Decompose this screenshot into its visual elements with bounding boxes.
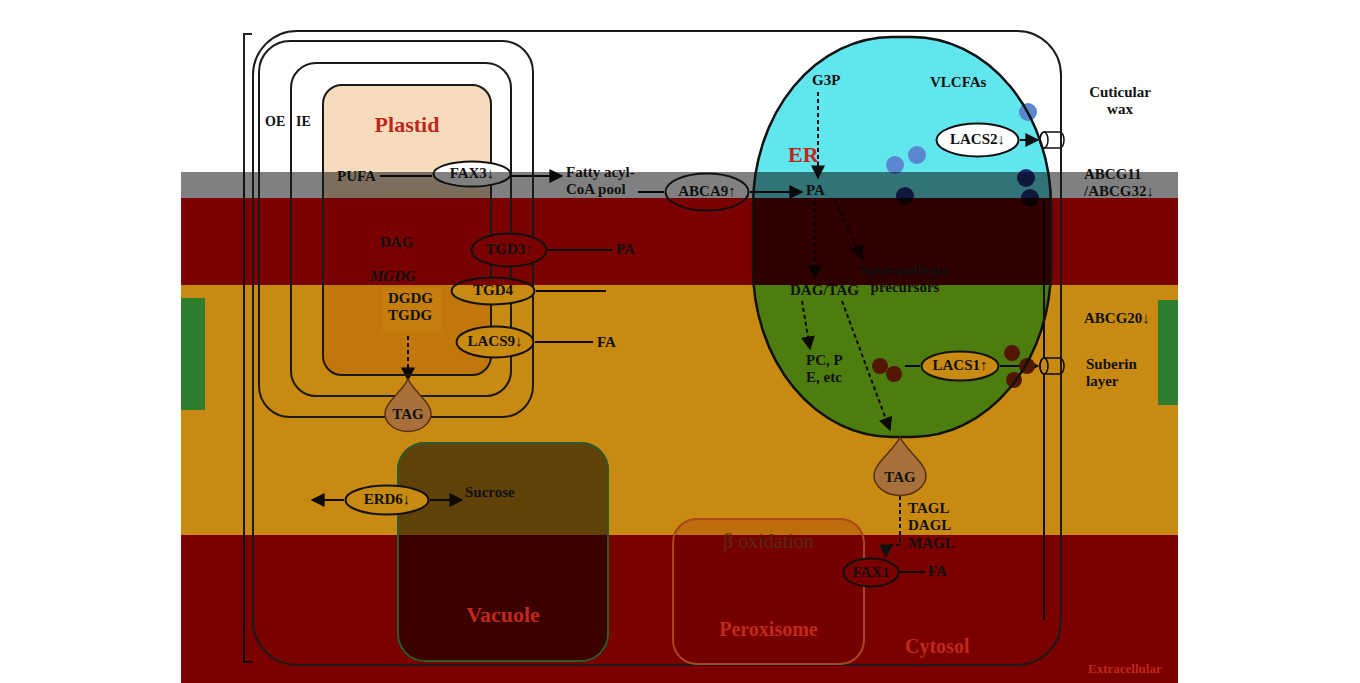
er-membrane xyxy=(753,37,1051,437)
vacuole-compartment: SucroseVacuole xyxy=(397,442,609,662)
enzyme-oval: LACS1↑ xyxy=(920,350,1000,382)
annotation-label: G3P xyxy=(812,72,840,89)
transporter-oval: TGD4 xyxy=(450,276,536,306)
er-outline xyxy=(752,36,1052,438)
oval-shape xyxy=(472,234,547,267)
connector-label: TAGL DAGL MAGL xyxy=(908,500,960,552)
node-text: TAG xyxy=(884,469,915,486)
lipid-droplet: TAG xyxy=(384,378,432,432)
annotation-label: DGDG TGDG xyxy=(388,290,438,325)
node-text: β oxidation xyxy=(674,530,863,553)
node-text: TAG xyxy=(392,406,423,423)
node-text: Vacuole xyxy=(399,602,607,627)
drop-outline xyxy=(873,436,927,496)
droplet-shape xyxy=(874,437,926,495)
lipid-dot xyxy=(886,156,904,174)
pathway-connector xyxy=(886,496,900,557)
annotation-label: Cuticular wax xyxy=(1080,84,1160,119)
node-text: Plastid xyxy=(324,112,490,137)
node-text: OE xyxy=(265,114,285,130)
green-patch xyxy=(1158,300,1178,405)
oval-shape xyxy=(937,124,1019,157)
oval-shape xyxy=(452,278,535,305)
transporter-oval: FAX3↓ xyxy=(432,160,512,188)
orange-band xyxy=(181,285,1178,535)
annotation-label: Suberin layer xyxy=(1086,356,1156,391)
node-text: Cytosol xyxy=(905,635,969,658)
annotation-label: FA xyxy=(928,563,947,580)
oval-shape xyxy=(346,486,429,515)
oval-shape xyxy=(457,327,534,358)
annotation-label: DAG/TAG xyxy=(790,282,859,299)
oval-shape xyxy=(922,352,999,381)
overlay-bands xyxy=(181,172,1178,683)
er-compartment: ER xyxy=(752,36,1052,438)
annotation-label: ABCG20↓ xyxy=(1084,310,1150,327)
annotation-label: VLCFAs xyxy=(930,74,986,91)
oval-shape xyxy=(666,174,749,211)
node-text: ABCA9↑ xyxy=(678,183,736,200)
red-band xyxy=(181,198,1178,285)
droplet-shape xyxy=(385,379,431,431)
annotation-label: PC, P E, etc xyxy=(806,352,852,387)
transporter-oval: ABCA9↑ xyxy=(664,172,750,212)
node-text: IE xyxy=(296,114,311,130)
node-text: TGD4 xyxy=(473,282,513,299)
green-patch xyxy=(181,298,205,410)
node-text: Peroxisome xyxy=(674,618,863,641)
peroxisome-compartment: β oxidationPeroxisome xyxy=(672,518,865,665)
annotation-label: DAG xyxy=(380,234,413,251)
transporter-oval: TGD3↑ xyxy=(470,232,548,268)
annotation-label: PA xyxy=(806,182,825,199)
node-text: TGD3↑ xyxy=(485,241,533,258)
oval-shape xyxy=(434,162,511,187)
annotation-label: MGDG xyxy=(370,268,416,285)
enzyme-oval: LACS2↓ xyxy=(935,122,1020,158)
outer-envelope: OE IE Plastid xyxy=(258,40,534,418)
lipid-droplet: TAG xyxy=(873,436,927,496)
annotation-label: Extracellular xyxy=(1088,662,1162,677)
node-text: LACS9↓ xyxy=(467,333,522,350)
node-text: Sucrose xyxy=(465,484,515,501)
transporter-oval: FAX1 xyxy=(842,557,900,588)
node-text: FAX1 xyxy=(852,564,889,581)
lipid-dot xyxy=(908,146,926,164)
annotation-label: PUFA xyxy=(337,168,376,185)
red-band xyxy=(181,535,1178,683)
node-text: ER xyxy=(788,142,819,167)
pathway-arrow xyxy=(1020,139,1038,141)
enzyme-oval: LACS9↓ xyxy=(455,325,535,359)
node-text: LACS2↓ xyxy=(950,131,1005,148)
oval-shape xyxy=(844,559,899,587)
annotation-label: FA xyxy=(597,334,616,351)
annotation-label: Sporopollenin precursors xyxy=(845,262,965,297)
node-text: ERD6↓ xyxy=(364,491,411,508)
drop-outline xyxy=(384,378,432,432)
node-text: FAX3↓ xyxy=(450,165,495,182)
annotation-label: Fatty acyl-CoA pool xyxy=(566,164,656,199)
transporter-oval: ERD6↓ xyxy=(344,484,430,516)
annotation-label: ABCG11 /ABCG32↓ xyxy=(1084,166,1172,201)
node-text: LACS1↑ xyxy=(932,357,987,374)
annotation-label: PA xyxy=(616,241,635,258)
